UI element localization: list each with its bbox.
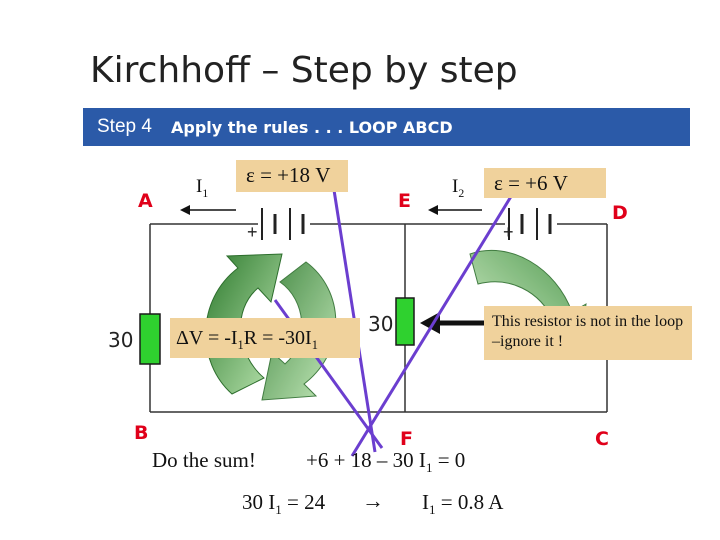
current-1-arrow xyxy=(180,205,236,215)
result-equation: I1 = 0.8 A xyxy=(422,490,504,518)
battery-1 xyxy=(261,208,305,240)
node-c-label: C xyxy=(595,428,609,450)
step-label: Step 4 xyxy=(97,116,152,137)
battery-2 xyxy=(508,208,552,240)
battery-1-plus: + xyxy=(247,222,258,242)
resistor-middle xyxy=(395,297,415,346)
page-title: Kirchhoff – Step by step xyxy=(90,50,518,91)
sum-equation: +6 + 18 – 30 I1 = 0 xyxy=(306,448,466,476)
solve-equation: 30 I1 = 24 xyxy=(242,490,326,518)
node-d-label: D xyxy=(612,202,628,224)
emf-2-box: ε = +6 V xyxy=(484,168,606,198)
node-b-label: B xyxy=(134,422,149,444)
node-a-label: A xyxy=(138,190,153,212)
voltage-drop-box: ΔV = -I1R = -30I1 xyxy=(170,318,360,358)
loop-arrow-right xyxy=(261,261,337,401)
current-1-label: I1 xyxy=(196,176,209,200)
ignore-note-box: This resistor is not in the loop –ignore… xyxy=(484,306,692,360)
emf-1-box: ε = +18 V xyxy=(236,160,348,192)
resistor-left-label: 30 xyxy=(108,328,134,352)
resistor-left xyxy=(139,313,161,365)
step-banner: Step 4 Apply the rules . . . LOOP ABCD xyxy=(83,108,690,146)
node-f-label: F xyxy=(400,428,413,450)
ignore-pointer-arrow xyxy=(420,312,492,334)
do-sum-label: Do the sum! xyxy=(152,448,256,472)
current-2-label: I2 xyxy=(452,176,465,200)
implies-arrow: → xyxy=(362,488,384,513)
node-e-label: E xyxy=(398,190,411,212)
current-2-arrow xyxy=(428,205,482,215)
resistor-middle-label: 30 xyxy=(368,312,394,336)
battery-2-plus: + xyxy=(503,222,514,242)
step-rule: Apply the rules . . . LOOP ABCD xyxy=(171,118,453,137)
